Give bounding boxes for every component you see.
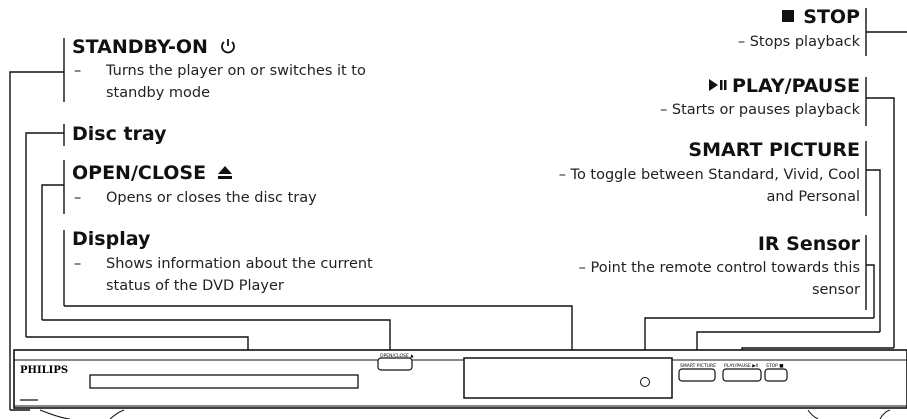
disc-tray-slot [89,374,359,389]
dvd-player-front-panel [13,349,907,419]
standby-title: STANDBY-ON [72,36,237,58]
open-close-title: OPEN/CLOSE [72,162,233,184]
brand-logo: PHILIPS [20,365,68,376]
smart-picture-button [678,368,716,382]
open-close-leader-line [41,160,391,356]
open-close-button [377,357,413,371]
smart-picture-desc-line-1: – To toggle between Standard, Vivid, Coo… [558,167,860,183]
open-close-button-label: OPEN/CLOSE ▲ [380,353,414,359]
play-pause-desc-line-1: – Starts or pauses playback [660,102,860,118]
play-pause-icon [708,79,727,91]
smart-picture-desc-line-2: and Personal [766,189,860,205]
ir-sensor-title: IR Sensor [757,233,860,255]
ir-sensor-desc-line-2: sensor [811,282,860,298]
stop-desc-line-1: – Stops playback [737,34,860,50]
play-pause-button-label: PLAY/PAUSE ▶II [724,363,758,369]
stop-leader-line [865,8,907,56]
smart-picture-title: SMART PICTURE [688,139,860,161]
standby-leader-line [9,38,65,411]
smart-picture-leader-line [696,141,881,356]
smart-picture-button-label: SMART PICTURE [680,363,716,369]
display-desc-line-2: status of the DVD Player [106,278,284,294]
stop-button-label: STOP ■ [766,363,784,369]
stop-title: STOP [781,6,860,28]
disc-tray-title: Disc tray [72,123,167,145]
ir-sensor-window [640,377,650,387]
ir-sensor-desc-line-1: – Point the remote control towards this [578,260,860,276]
play-pause-title: PLAY/PAUSE [708,75,860,97]
play-pause-button [722,368,762,382]
stop-button [764,368,788,382]
open-close-desc-dash: – [74,190,82,206]
display-desc-dash: – [74,256,82,272]
power-icon [220,39,235,54]
standby-desc-line-2: standby mode [106,85,211,101]
open-close-desc-line-1: Opens or closes the disc tray [106,190,317,206]
display-title: Display [72,228,151,250]
display-window [463,357,673,399]
display-desc-line-1: Shows information about the current [106,256,373,272]
standby-desc-line-1: Turns the player on or switches it to [106,63,366,79]
standby-desc-dash: – [74,63,82,79]
eject-icon [217,166,232,179]
stop-square-icon [782,10,795,22]
